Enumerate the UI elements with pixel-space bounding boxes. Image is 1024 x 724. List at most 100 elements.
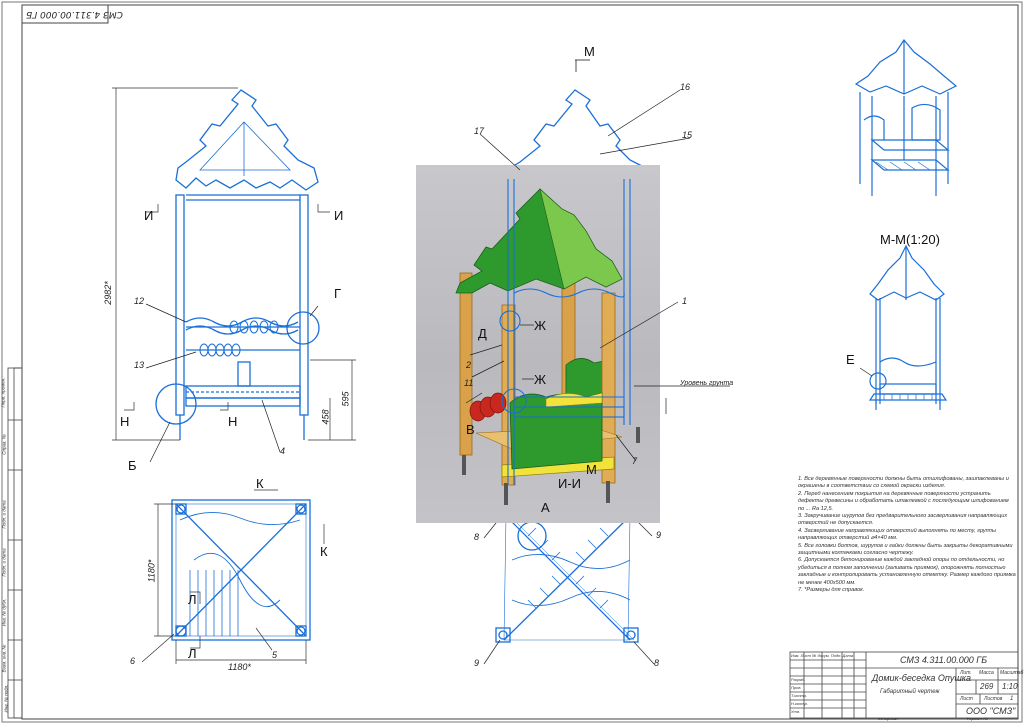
note-5: 5. Все головки болтов, шурупов и гайки д… xyxy=(798,542,1013,557)
callout-13: 13 xyxy=(134,360,145,370)
callout-8b: 8 xyxy=(654,658,660,668)
callout-12: 12 xyxy=(134,296,145,306)
render-zh1-label: Ж xyxy=(534,318,547,333)
iso-view xyxy=(854,38,958,196)
render-v-label: В xyxy=(466,422,475,437)
note-1: 1. Все деревянные поверхности должны быт… xyxy=(798,476,1009,490)
note-4: 4. Засверливание направляющих отверстий … xyxy=(798,527,996,542)
tb-row5: Н.контр. xyxy=(791,701,808,706)
tb-row4: Т.контр. xyxy=(791,693,808,698)
tb-sheets: 1 xyxy=(1010,696,1014,702)
render-panel xyxy=(416,165,660,523)
tb-name: Домик-беседка Опушка xyxy=(872,673,972,683)
tb-subtitle: Габаритный чертеж xyxy=(880,689,940,695)
note-7: 7. *Размеры для справок. xyxy=(798,587,865,594)
cut-k-right: К xyxy=(320,544,328,559)
dim-width: 1180* xyxy=(228,662,251,672)
section-mm-title: М-М(1:20) xyxy=(880,232,940,247)
tb-sheet-label: Лист xyxy=(960,696,973,702)
footprint-view xyxy=(495,505,639,643)
title-block-frame xyxy=(789,651,1019,719)
tb-copy: Копировал xyxy=(878,716,898,721)
technical-notes: 1. Все деревянные поверхности должны быт… xyxy=(798,476,1016,595)
callout-16: 16 xyxy=(680,82,691,92)
note-2: 2. Перед нанесением покрытия на деревянн… xyxy=(798,490,1009,512)
render-leg xyxy=(504,483,508,505)
render-d-label: Д xyxy=(478,326,487,341)
tb-lit-header: Лит. xyxy=(960,670,972,676)
dim-height-total: 2982* xyxy=(102,281,113,305)
tb-sheets-label: Листов xyxy=(984,696,1003,702)
render-zh2-label: Ж xyxy=(534,372,547,387)
top-stamp-box xyxy=(21,4,109,24)
side-s2: Справ. № xyxy=(1,434,7,455)
tb-mass-header: Масса xyxy=(979,670,994,676)
top-view xyxy=(171,499,311,641)
callout-2: 2 xyxy=(466,360,472,370)
top-stamp-code: СМЗ 4.311.00.000 ГБ xyxy=(26,9,123,19)
render-leg xyxy=(636,427,640,443)
ground-level-label: Уровень грунта xyxy=(680,380,734,387)
render-m-label: М xyxy=(586,462,597,477)
tb-company: ООО "СМЗ" xyxy=(966,706,1016,716)
callout-6: 6 xyxy=(130,656,136,666)
side-s3: Подп. и дата xyxy=(1,548,7,577)
callout-4: 4 xyxy=(280,446,286,456)
note-3: 3. Закручивание шурупов без предваритель… xyxy=(798,513,1008,527)
node-b-label: Б xyxy=(128,458,137,473)
front-dimensions xyxy=(112,87,356,441)
dim-h1: 595 xyxy=(340,391,351,407)
callout-1: 1 xyxy=(682,296,688,306)
cut-n-left: Н xyxy=(120,414,130,429)
render-ii-label: И-И xyxy=(558,476,582,491)
front-leaders xyxy=(145,303,319,463)
callout-5: 5 xyxy=(272,650,278,660)
callout-17: 17 xyxy=(474,126,485,136)
cut-l-bottom: Л xyxy=(188,646,197,661)
side-s1: Перв. примен. xyxy=(0,377,6,408)
top-dimensions xyxy=(141,489,325,664)
side-strip xyxy=(7,367,23,719)
callout-9a: 9 xyxy=(656,530,662,540)
front-view xyxy=(155,89,320,440)
tb-row1: Изм. Лист № докум. Подп. Дата xyxy=(791,653,854,658)
render-image xyxy=(455,179,640,505)
render-leg xyxy=(462,455,466,475)
tb-scale-header: Масштаб xyxy=(1000,670,1024,676)
render-roof-light xyxy=(539,188,623,290)
cut-n-right: Н xyxy=(228,414,238,429)
cut-i-right: И xyxy=(334,208,344,223)
tb-row2: Разраб. xyxy=(791,677,806,682)
callout-9b: 9 xyxy=(474,658,480,668)
node-a-label: А xyxy=(541,500,550,515)
callout-7: 7 xyxy=(632,456,638,466)
tb-doc-code: СМЗ 4.311.00.000 ГБ xyxy=(900,655,988,665)
tb-format: Формат А3 xyxy=(966,716,988,721)
side-s6: Подп. и дата xyxy=(1,500,7,529)
node-g-label: Г xyxy=(334,286,342,301)
node-e-label: Е xyxy=(846,352,855,367)
side-s5: Взам. инв. № xyxy=(1,644,7,673)
callout-8a: 8 xyxy=(474,532,480,542)
callout-11: 11 xyxy=(464,378,474,388)
cut-k-top: К xyxy=(256,476,264,491)
dim-h2: 458 xyxy=(320,409,331,425)
tb-row3: Пров. xyxy=(791,685,802,690)
side-s4: Инв. № дубл. xyxy=(1,598,7,627)
note-6: 6. Допускается бетонирование каждой закл… xyxy=(798,557,1016,586)
side-s7: Инв. № подл. xyxy=(3,684,9,713)
inner-frame xyxy=(21,4,1019,720)
tb-mass: 269 xyxy=(980,682,994,691)
dim-depth: 1180* xyxy=(146,559,157,583)
cut-l-top: Л xyxy=(188,592,197,607)
cut-i-left: И xyxy=(144,208,154,223)
cut-m-label: М xyxy=(584,44,595,59)
tb-scale: 1:10 xyxy=(1002,682,1018,691)
section-mm-view xyxy=(859,244,948,410)
render-leg xyxy=(606,481,610,503)
tb-row6: Утв. xyxy=(791,709,801,714)
callout-15: 15 xyxy=(682,130,693,140)
